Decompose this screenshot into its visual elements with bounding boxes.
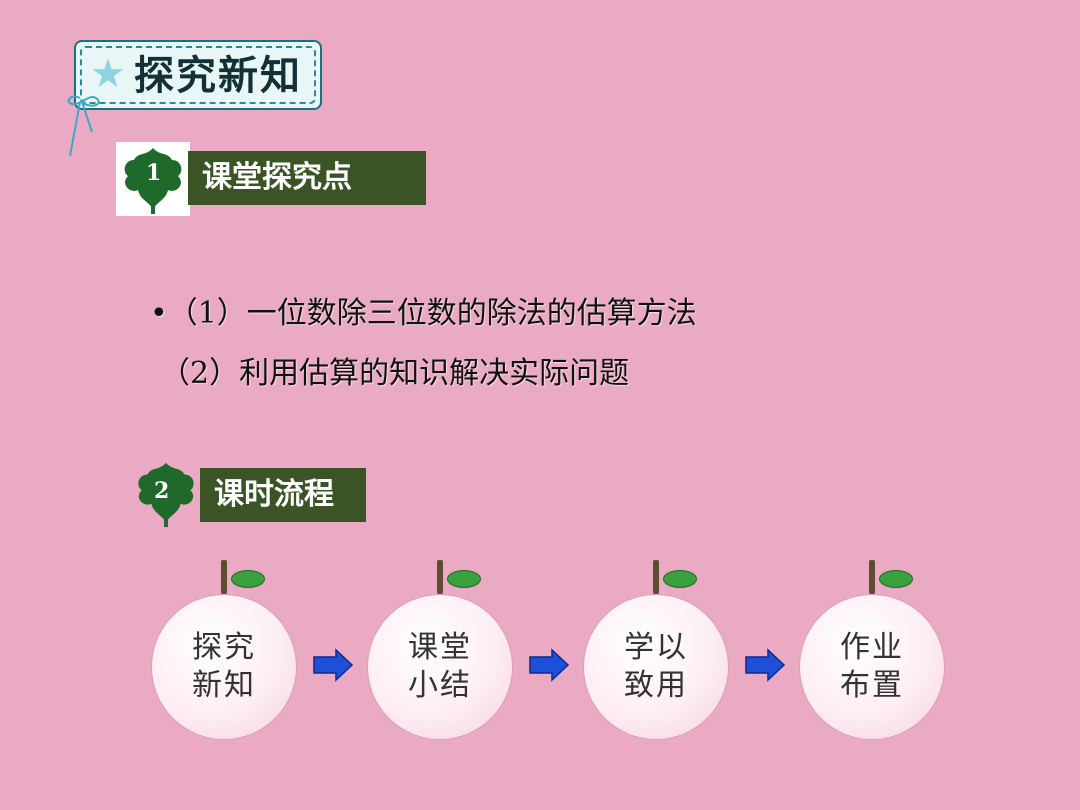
flow-step-line2: 布置 (840, 668, 904, 703)
section-banner: ★ 探究新知 (74, 40, 322, 110)
leaf-icon (879, 570, 913, 588)
point-line-2: （2）利用估算的知识解决实际问题 (160, 356, 630, 391)
flow-step-2[interactable]: 课堂 小结 (367, 560, 515, 740)
stem-icon (869, 560, 875, 594)
flow-step-line1: 作业 (840, 630, 904, 665)
flow-step-line1: 探究 (192, 630, 256, 665)
leaf-icon (138, 462, 194, 528)
section2-number: 2 (154, 478, 170, 504)
point-line-1: •（1）一位数除三位数的除法的估算方法 (150, 296, 697, 331)
section1-label: 课堂探究点 (188, 151, 426, 205)
flow-step-line2: 新知 (192, 668, 256, 703)
leaf-icon (124, 148, 182, 214)
stem-icon (437, 560, 443, 594)
flow-step-line1: 课堂 (408, 630, 472, 665)
flow-step-3[interactable]: 学以 致用 (583, 560, 731, 740)
flow-step-line1: 学以 (624, 630, 688, 665)
flow-step-line2: 小结 (408, 668, 472, 703)
star-icon: ★ (90, 51, 126, 97)
flow-step-4[interactable]: 作业 布置 (799, 560, 947, 740)
ribbon-bow-icon (67, 95, 100, 157)
flow-circle: 学以 致用 (583, 594, 729, 740)
arrow-right-icon (313, 648, 354, 682)
arrow-right-icon (745, 648, 786, 682)
leaf-icon (663, 570, 697, 588)
flow-circle: 探究 新知 (151, 594, 297, 740)
section1-leaf-badge: 1 (116, 142, 190, 216)
banner-title: 探究新知 (134, 53, 302, 99)
leaf-icon (231, 570, 265, 588)
flow-step-1[interactable]: 探究 新知 (151, 560, 299, 740)
flow-circle: 课堂 小结 (367, 594, 513, 740)
section1-number: 1 (146, 160, 162, 186)
leaf-icon (447, 570, 481, 588)
section2-label: 课时流程 (200, 468, 366, 522)
section2-leaf-badge: 2 (130, 456, 202, 530)
flow-circle: 作业 布置 (799, 594, 945, 740)
stem-icon (653, 560, 659, 594)
arrow-right-icon (529, 648, 570, 682)
flow-step-line2: 致用 (624, 668, 688, 703)
stem-icon (221, 560, 227, 594)
